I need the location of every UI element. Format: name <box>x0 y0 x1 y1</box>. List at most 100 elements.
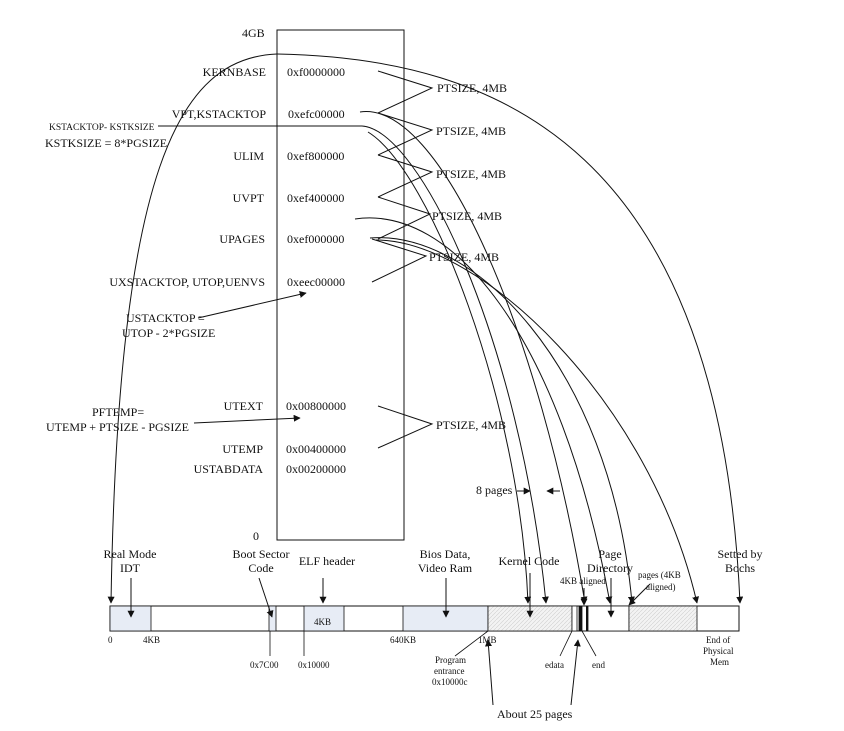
addr-utext: 0x00800000 <box>286 399 346 413</box>
header-4kb-aligned: 4KB aligned <box>560 576 606 586</box>
ptsize-zigzag-5 <box>371 238 428 283</box>
segment-elf-header <box>303 605 345 632</box>
segment-edata-gap <box>571 605 578 632</box>
tick-label-10000: 0x10000 <box>298 660 330 670</box>
ptsize-zigzag-3 <box>377 154 434 198</box>
header-real-mode-1: Real Mode <box>104 547 157 561</box>
region-name-ustabdata: USTABDATA <box>194 462 264 476</box>
header-bochs-2: Bochs <box>725 561 755 575</box>
region-name-utext: UTEXT <box>224 399 264 413</box>
tick-program-entrance <box>454 630 489 657</box>
kstk-note-line1: KSTACKTOP- KSTKSIZE <box>49 123 155 133</box>
tick-label-1mb: 1MB <box>478 635 497 645</box>
ptsize-label-2: PTSIZE, 4MB <box>436 124 506 138</box>
region-name-utemp: UTEMP <box>222 442 263 456</box>
arrow-boot-sector <box>258 577 274 618</box>
addr-utemp: 0x00400000 <box>286 442 346 456</box>
ptsize-label-1: PTSIZE, 4MB <box>437 81 507 95</box>
about-pages-right <box>570 639 581 706</box>
about-25-pages-label: About 25 pages <box>497 707 573 721</box>
curve-kstack-to-kernel-2 <box>367 131 532 604</box>
ptsize-zigzag-1 <box>377 70 434 114</box>
elf-size-label: 4KB <box>314 617 331 627</box>
tick-label-end: end <box>592 660 605 670</box>
tick-label-zero: 0 <box>108 635 113 645</box>
region-addresses: 0xf0000000 0xefc00000 0xef800000 0xef400… <box>286 65 346 476</box>
curve-vpt-to-page-directory <box>359 111 588 604</box>
addr-kernbase: 0xf0000000 <box>287 65 345 79</box>
region-name-kernbase: KERNBASE <box>203 65 266 79</box>
header-bios-2: Video Ram <box>418 561 473 575</box>
ustack-note-line2: UTOP - 2*PGSIZE <box>122 326 215 340</box>
addr-ulim: 0xef800000 <box>287 149 344 163</box>
addr-ustabdata: 0x00200000 <box>286 462 346 476</box>
curve-uxstack-to-pages <box>375 239 699 604</box>
region-name-upages: UPAGES <box>219 232 265 246</box>
ptsize-label-5: PTSIZE, 4MB <box>429 250 499 264</box>
ptsize-label-6: PTSIZE, 4MB <box>436 418 506 432</box>
tick-label-640kb: 640KB <box>390 635 416 645</box>
ustack-note-line1: USTACKTOP = <box>126 311 205 325</box>
region-name-ulim: ULIM <box>233 149 264 163</box>
header-kernel-code: Kernel Code <box>499 554 560 568</box>
bottom-zero-label: 0 <box>253 529 259 543</box>
ptsize-zigzag-4 <box>377 196 432 240</box>
curve-upages-to-page-directory <box>354 217 613 604</box>
tick-edata <box>559 630 573 657</box>
tick-end <box>581 630 597 657</box>
eight-pages-label: 8 pages <box>476 483 513 497</box>
header-bios-1: Bios Data, <box>420 547 471 561</box>
header-boot-sector-2: Code <box>248 561 273 575</box>
addr-uxstacktop: 0xeec00000 <box>287 275 345 289</box>
tick-label-program: Program <box>435 655 466 665</box>
header-boot-sector-1: Boot Sector <box>233 547 290 561</box>
tick-label-entrance: entrance <box>434 666 464 676</box>
kstk-note-line2: KSTKSIZE = 8*PGSIZE <box>45 136 167 150</box>
pftemp-note-line1: PFTEMP= <box>92 405 144 419</box>
about-pages-left <box>484 639 494 706</box>
curve-upages-to-pages <box>369 237 635 604</box>
top-4gb-label: 4GB <box>242 26 265 40</box>
pftemp-pointer-arrow <box>193 414 301 424</box>
addr-upages: 0xef000000 <box>287 232 344 246</box>
ptsize-label-3: PTSIZE, 4MB <box>436 167 506 181</box>
segment-page-directory <box>587 605 630 632</box>
tick-label-eom-3: Mem <box>710 657 729 667</box>
physical-headers: Real Mode IDT Boot Sector Code ELF heade… <box>104 547 763 575</box>
header-pages-1: pages (4KB <box>638 570 681 580</box>
tick-label-eom-1: End of <box>706 635 730 645</box>
addr-uvpt: 0xef400000 <box>287 191 344 205</box>
region-name-uvpt: UVPT <box>233 191 265 205</box>
addr-vpt: 0xefc00000 <box>288 107 345 121</box>
region-names: KERNBASE VPT,KSTACKTOP ULIM UVPT UPAGES … <box>109 65 266 476</box>
header-elf: ELF header <box>299 554 355 568</box>
tick-label-edata: edata <box>545 660 564 670</box>
segment-end-marker <box>578 605 583 632</box>
header-real-mode-2: IDT <box>120 561 141 575</box>
curve-kernbase-to-end-of-memory <box>276 53 744 604</box>
curve-kernbase-to-real-mode <box>107 53 278 604</box>
segment-boot-sector <box>268 605 277 632</box>
tick-labels: 0 4KB 0x7C00 0x10000 640KB 1MB Program e… <box>108 635 734 687</box>
ustack-pointer-arrow <box>197 291 307 319</box>
header-page-dir-2: Directory <box>587 561 633 575</box>
header-bochs-1: Setted by <box>718 547 763 561</box>
physical-memory-bar: 4KB <box>109 605 740 632</box>
ptsize-label-4: PTSIZE, 4MB <box>432 209 502 223</box>
ptsize-labels: PTSIZE, 4MB PTSIZE, 4MB PTSIZE, 4MB PTSI… <box>429 81 507 432</box>
tick-label-7c00: 0x7C00 <box>250 660 279 670</box>
arrow-pages <box>628 583 651 606</box>
ptsize-markers <box>371 70 434 449</box>
header-arrows <box>127 573 651 618</box>
tick-label-10000c: 0x10000c <box>432 677 468 687</box>
tick-label-eom-2: Physical <box>703 646 734 656</box>
header-page-dir-1: Page <box>598 547 621 561</box>
tick-label-4kb: 4KB <box>143 635 160 645</box>
tick-pointers <box>269 630 597 706</box>
segment-pages <box>628 605 698 632</box>
header-pages-2: aligned) <box>646 582 676 592</box>
region-name-uxstacktop: UXSTACKTOP, UTOP,UENVS <box>109 275 265 289</box>
mapping-curves <box>107 53 744 604</box>
region-name-vpt-kstacktop: VPT,KSTACKTOP <box>172 107 267 121</box>
